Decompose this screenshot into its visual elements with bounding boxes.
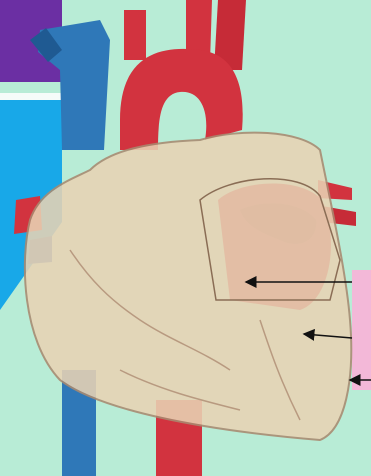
pink-label-box xyxy=(352,270,371,390)
brachiocephalic-artery xyxy=(124,10,146,60)
panel-divider xyxy=(0,93,70,100)
